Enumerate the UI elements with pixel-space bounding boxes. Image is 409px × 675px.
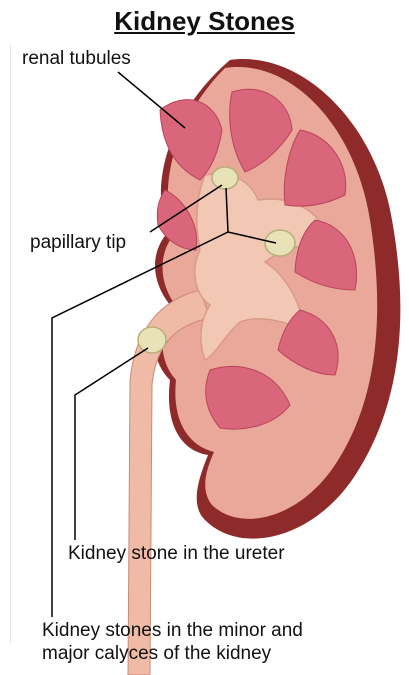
- label-kidney-stones-calyces: Kidney stones in the minor and major cal…: [42, 620, 303, 666]
- label-calyces-line1: Kidney stones in the minor and: [42, 620, 303, 643]
- label-papillary-tip: papillary tip: [30, 232, 126, 255]
- label-calyces-line2: major calyces of the kidney: [42, 643, 303, 666]
- label-kidney-stone-ureter: Kidney stone in the ureter: [68, 543, 285, 566]
- kidney-stone-major-calyx: [265, 230, 295, 256]
- kidney-stone-minor-calyx: [212, 167, 238, 189]
- kidney-stone-ureter: [138, 327, 166, 353]
- label-renal-tubules: renal tubules: [22, 48, 131, 71]
- leader-line-renal-tubules: [118, 72, 185, 128]
